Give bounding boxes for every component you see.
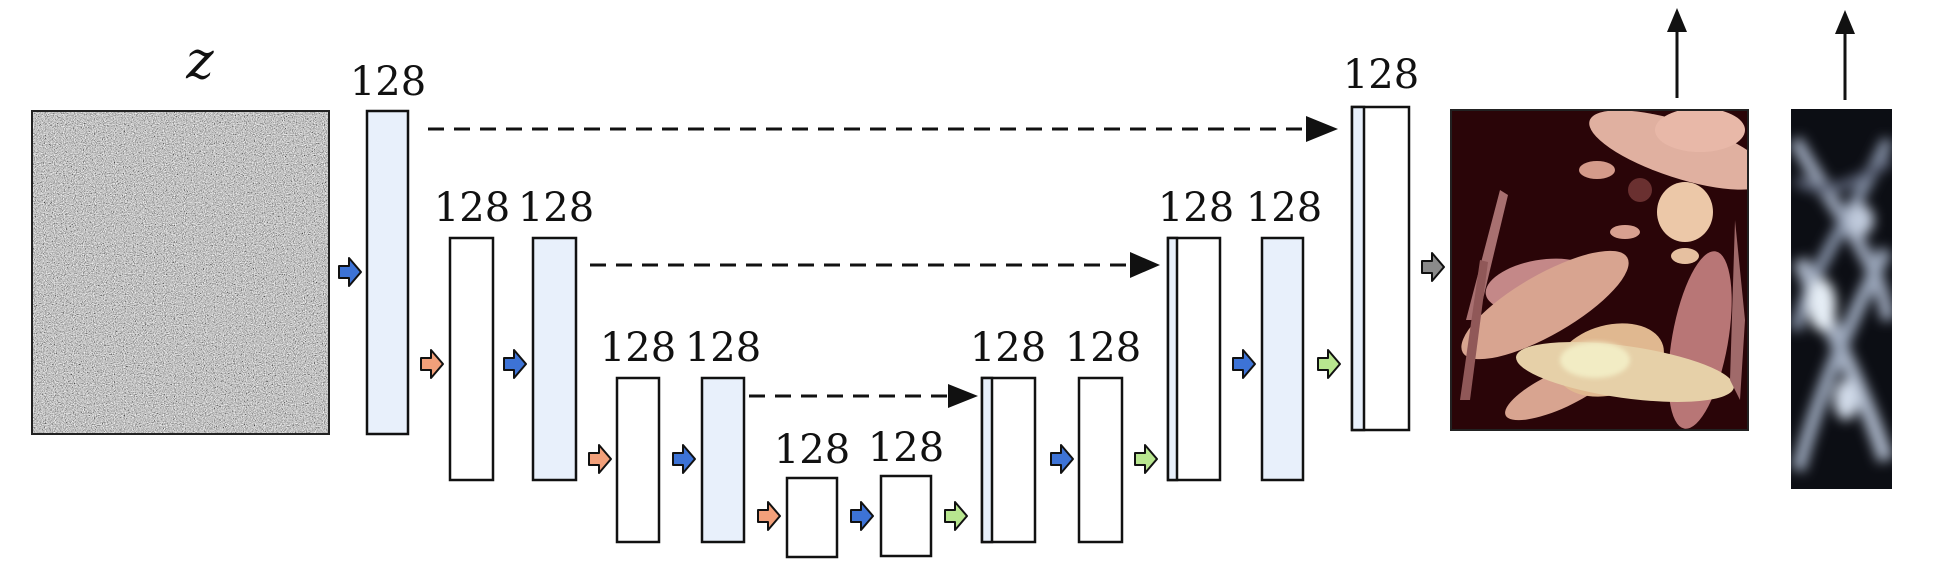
conv-arrow-5 (1050, 444, 1074, 474)
phantom-up-arrow (1667, 8, 1687, 98)
downsample-arrow-1 (420, 349, 444, 379)
channel-label-enc-2b: 128 (518, 185, 594, 231)
upsample-arrow-3 (1317, 349, 1341, 379)
channel-label-dec-1a: 128 (1343, 52, 1419, 98)
skip-connection-level-2 (590, 252, 1160, 278)
block-dec-3b (1077, 376, 1124, 544)
unet-blocks (365, 105, 1411, 559)
upsample-arrow-1 (944, 501, 968, 531)
upsample-arrow-2 (1134, 444, 1158, 474)
block-enc-2a (448, 236, 495, 482)
skip-connection-level-3 (749, 384, 978, 408)
channel-label-enc-3a: 128 (600, 325, 676, 371)
channel-label-dec-2b: 128 (1246, 185, 1322, 231)
channel-label-dec-3b: 128 (1065, 325, 1141, 371)
channel-label-enc-2a: 128 (434, 185, 510, 231)
block-enc-1a (365, 109, 410, 436)
channel-labels: 128 128 128 128 128 128 128 128 128 128 … (350, 52, 1419, 473)
block-bottleneck-b (879, 474, 933, 558)
conv-arrow-3 (672, 444, 696, 474)
block-dec-2b (1260, 236, 1305, 482)
output-arrow (1421, 252, 1445, 282)
downsample-arrow-3 (757, 501, 781, 531)
downsample-arrow-2 (588, 444, 612, 474)
sinogram-up-arrow (1835, 10, 1855, 100)
conv-arrow-1 (338, 257, 362, 287)
block-bottleneck-a (785, 476, 839, 559)
block-enc-3a (615, 376, 661, 544)
channel-label-dec-3a: 128 (970, 325, 1046, 371)
operation-arrows (338, 252, 1445, 531)
input-label: z (185, 31, 214, 91)
conv-arrow-6 (1232, 349, 1256, 379)
channel-label-bottleneck-a: 128 (774, 427, 850, 473)
channel-label-dec-2a: 128 (1158, 185, 1234, 231)
phantom-image (1450, 109, 1749, 431)
block-dec-2a (1166, 236, 1222, 482)
channel-label-bottleneck-b: 128 (868, 425, 944, 471)
block-dec-1a (1350, 105, 1411, 432)
channel-label-enc-1a: 128 (350, 59, 426, 105)
conv-arrow-4 (850, 501, 874, 531)
channel-label-enc-3b: 128 (685, 325, 761, 371)
conv-arrow-2 (503, 349, 527, 379)
skip-connection-level-1 (428, 116, 1338, 142)
block-enc-2b (531, 236, 578, 482)
block-dec-3a (980, 376, 1037, 544)
block-enc-3b (700, 376, 746, 544)
sinogram-image (1791, 109, 1892, 489)
input-noise-image (31, 110, 330, 435)
